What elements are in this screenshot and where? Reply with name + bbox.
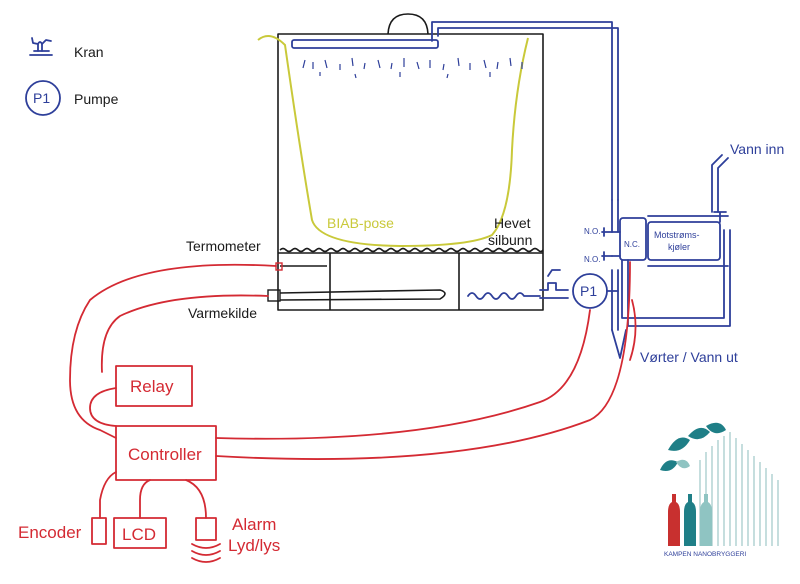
bottles-icon [668,494,712,546]
lcd-box: LCD [113,517,167,549]
false-bottom-label-line2: silbunn [488,232,532,248]
water-piping: P1 [431,21,731,359]
chiller-label-line2: kjøler [668,242,690,252]
thermometer-label: Termometer [186,238,261,254]
heater-label: Varmekilde [188,305,257,321]
sparge-arm [291,39,523,79]
relay-label: Relay [130,377,174,396]
pump-legend-label: Pumpe [74,91,119,107]
chiller-label-line1: Motstrøms- [654,230,700,240]
pump-legend-icon: P1 [25,80,61,116]
legend: Kran P1 Pumpe [25,37,119,116]
electrical-wiring [69,261,637,519]
brewery-logo: KAMPEN NANOBRYGGERI [660,422,779,558]
biab-bag: BIAB-pose [257,35,529,248]
false-bottom-label-line1: Hevet [494,215,531,231]
encoder-label: Encoder [18,523,82,542]
tap-icon [29,37,53,56]
controller-box: Controller [115,425,217,481]
pump-p1-symbol: P1 [580,283,597,299]
logo-text: KAMPEN NANOBRYGGERI [664,551,746,558]
alarm-label-line1: Alarm [232,515,276,534]
valve-no-top-label: N.O. [584,227,600,236]
biab-bag-label: BIAB-pose [327,215,394,231]
lcd-label: LCD [122,525,156,544]
relay-box: Relay [115,365,193,407]
pump-p1: P1 [572,273,608,309]
brew-vessel [267,13,544,311]
tap-legend-label: Kran [74,44,104,60]
water-in-label: Vann inn [730,141,784,157]
encoder-box [91,517,107,545]
pump-legend-symbol: P1 [33,90,50,106]
hop-leaves-icon [660,422,726,471]
outlet-label: Vørter / Vann ut [640,349,738,365]
controller-label: Controller [128,445,202,464]
valve-no-bottom-label: N.O. [584,255,600,264]
alarm-label-line2: Lyd/lys [228,536,280,555]
alarm-icon [191,517,221,563]
valve-nc-label: N.C. [624,240,640,249]
